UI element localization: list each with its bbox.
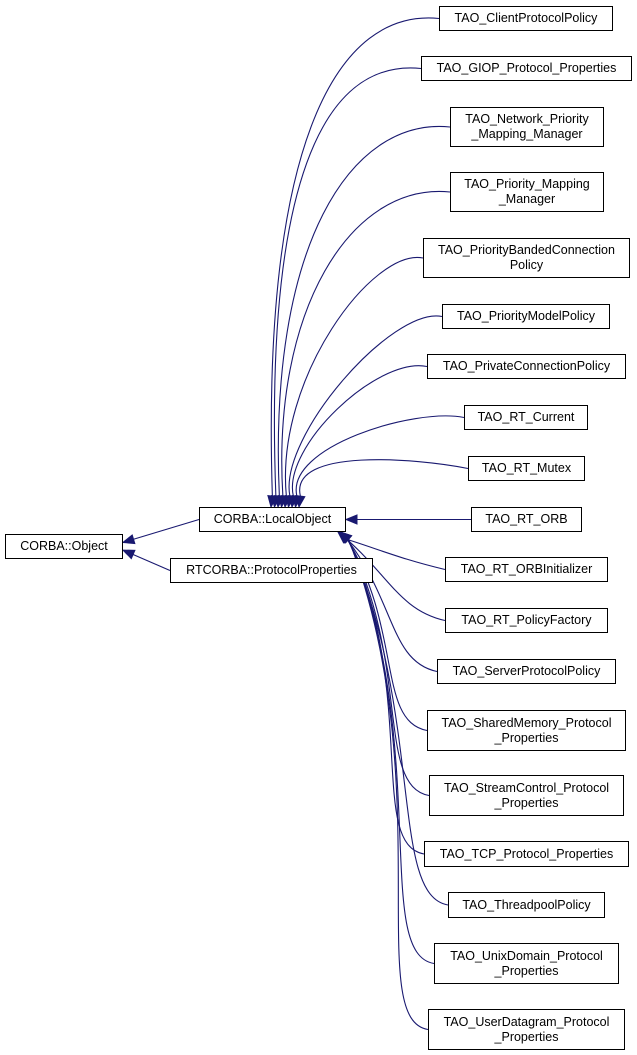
inheritance-edge <box>133 518 200 540</box>
node-label: TAO_RT_ORB <box>485 512 568 526</box>
node-label-line1: TAO_PriorityBandedConnection <box>438 243 615 257</box>
node-rtcorba-protocolproperties[interactable]: RTCORBA::ProtocolProperties <box>170 558 373 583</box>
node-tao-streamcontrol-protocol-properties[interactable]: TAO_StreamControl_Protocol _Properties <box>429 775 624 816</box>
inheritance-edge <box>270 17 440 497</box>
node-label: CORBA::LocalObject <box>213 512 332 526</box>
node-tao-network-priority-mapping-manager[interactable]: TAO_Network_Priority _Mapping_Manager <box>450 107 604 147</box>
node-label-line1: TAO_UserDatagram_Protocol <box>443 1014 610 1029</box>
inheritance-edge <box>132 553 171 572</box>
node-tao-clientprotocolpolicy[interactable]: TAO_ClientProtocolPolicy <box>439 6 613 31</box>
inheritance-edge <box>273 67 422 497</box>
inheritance-edge <box>347 538 430 797</box>
node-tao-unixdomain-protocol-properties[interactable]: TAO_UnixDomain_Protocol _Properties <box>434 943 619 984</box>
node-label: CORBA::Object <box>20 539 108 553</box>
inheritance-arrowhead <box>344 514 358 525</box>
inheritance-edge <box>299 459 469 497</box>
node-label-line2: _Properties <box>494 1029 559 1044</box>
node-tao-rt-orbinitializer[interactable]: TAO_RT_ORBInitializer <box>445 557 608 582</box>
node-corba-localobject[interactable]: CORBA::LocalObject <box>199 507 346 532</box>
node-label: TAO_GIOP_Protocol_Properties <box>436 61 617 75</box>
node-label: TAO_PriorityModelPolicy <box>456 309 595 323</box>
node-tao-threadpoolpolicy[interactable]: TAO_ThreadpoolPolicy <box>448 892 605 918</box>
node-tao-giop-protocol-properties[interactable]: TAO_GIOP_Protocol_Properties <box>421 56 632 81</box>
node-tao-prioritymodelpolicy[interactable]: TAO_PriorityModelPolicy <box>442 304 610 329</box>
node-label: RTCORBA::ProtocolProperties <box>186 563 357 577</box>
node-label: TAO_RT_ORBInitializer <box>460 562 593 576</box>
node-label-line1: TAO_UnixDomain_Protocol <box>450 948 603 963</box>
inheritance-arrowhead <box>121 549 136 560</box>
inheritance-arrowhead <box>339 531 353 544</box>
node-label-line1: TAO_StreamControl_Protocol <box>443 780 610 795</box>
inheritance-arrowhead <box>121 534 136 545</box>
inheritance-edge <box>348 538 429 1031</box>
inheritance-edge <box>277 125 451 497</box>
inheritance-edge <box>347 538 425 855</box>
node-label-line2: _Properties <box>494 730 559 745</box>
inheritance-edge <box>288 315 443 497</box>
node-label: TAO_ThreadpoolPolicy <box>462 897 591 912</box>
node-tao-rt-policyfactory[interactable]: TAO_RT_PolicyFactory <box>445 608 608 633</box>
inheritance-edge <box>346 538 446 622</box>
node-tao-rt-mutex[interactable]: TAO_RT_Mutex <box>468 456 585 481</box>
node-label-line2: _Properties <box>494 963 559 978</box>
node-label-line2: _Mapping_Manager <box>471 127 583 141</box>
node-label-line1: TAO_SharedMemory_Protocol <box>441 715 612 730</box>
node-label: TAO_RT_PolicyFactory <box>461 613 592 627</box>
node-tao-sharedmemory-protocol-properties[interactable]: TAO_SharedMemory_Protocol _Properties <box>427 710 626 751</box>
node-tao-prioritybandedconnectionpolicy[interactable]: TAO_PriorityBandedConnection Policy <box>423 238 630 278</box>
node-label-line2: _Properties <box>494 795 559 810</box>
node-label-line2: Policy <box>509 258 544 272</box>
node-tao-rt-orb[interactable]: TAO_RT_ORB <box>471 507 582 532</box>
node-label: TAO_RT_Current <box>477 410 575 424</box>
node-label: TAO_PrivateConnectionPolicy <box>442 359 611 373</box>
node-label: TAO_ServerProtocolPolicy <box>452 664 601 678</box>
node-corba-object[interactable]: CORBA::Object <box>5 534 123 559</box>
node-label: TAO_ClientProtocolPolicy <box>454 11 598 25</box>
node-tao-priority-mapping-manager[interactable]: TAO_Priority_Mapping _Manager <box>450 172 604 212</box>
inheritance-edge <box>284 257 424 497</box>
node-label-line2: _Manager <box>498 192 556 206</box>
node-tao-tcp-protocol-properties[interactable]: TAO_TCP_Protocol_Properties <box>424 841 629 867</box>
inheritance-edge <box>281 190 451 497</box>
node-tao-serverprotocolpolicy[interactable]: TAO_ServerProtocolPolicy <box>437 659 616 684</box>
inheritance-edge <box>346 538 446 571</box>
inheritance-arrowhead <box>295 494 306 509</box>
node-tao-userdatagram-protocol-properties[interactable]: TAO_UserDatagram_Protocol _Properties <box>428 1009 625 1050</box>
inheritance-edge <box>295 415 465 497</box>
node-label: TAO_TCP_Protocol_Properties <box>439 846 614 861</box>
node-tao-privateconnectionpolicy[interactable]: TAO_PrivateConnectionPolicy <box>427 354 626 379</box>
node-label: TAO_RT_Mutex <box>481 461 572 475</box>
node-label-line1: TAO_Priority_Mapping <box>464 177 590 191</box>
inheritance-edge <box>291 365 428 497</box>
node-tao-rt-current[interactable]: TAO_RT_Current <box>464 405 588 430</box>
node-label-line1: TAO_Network_Priority <box>465 112 589 126</box>
